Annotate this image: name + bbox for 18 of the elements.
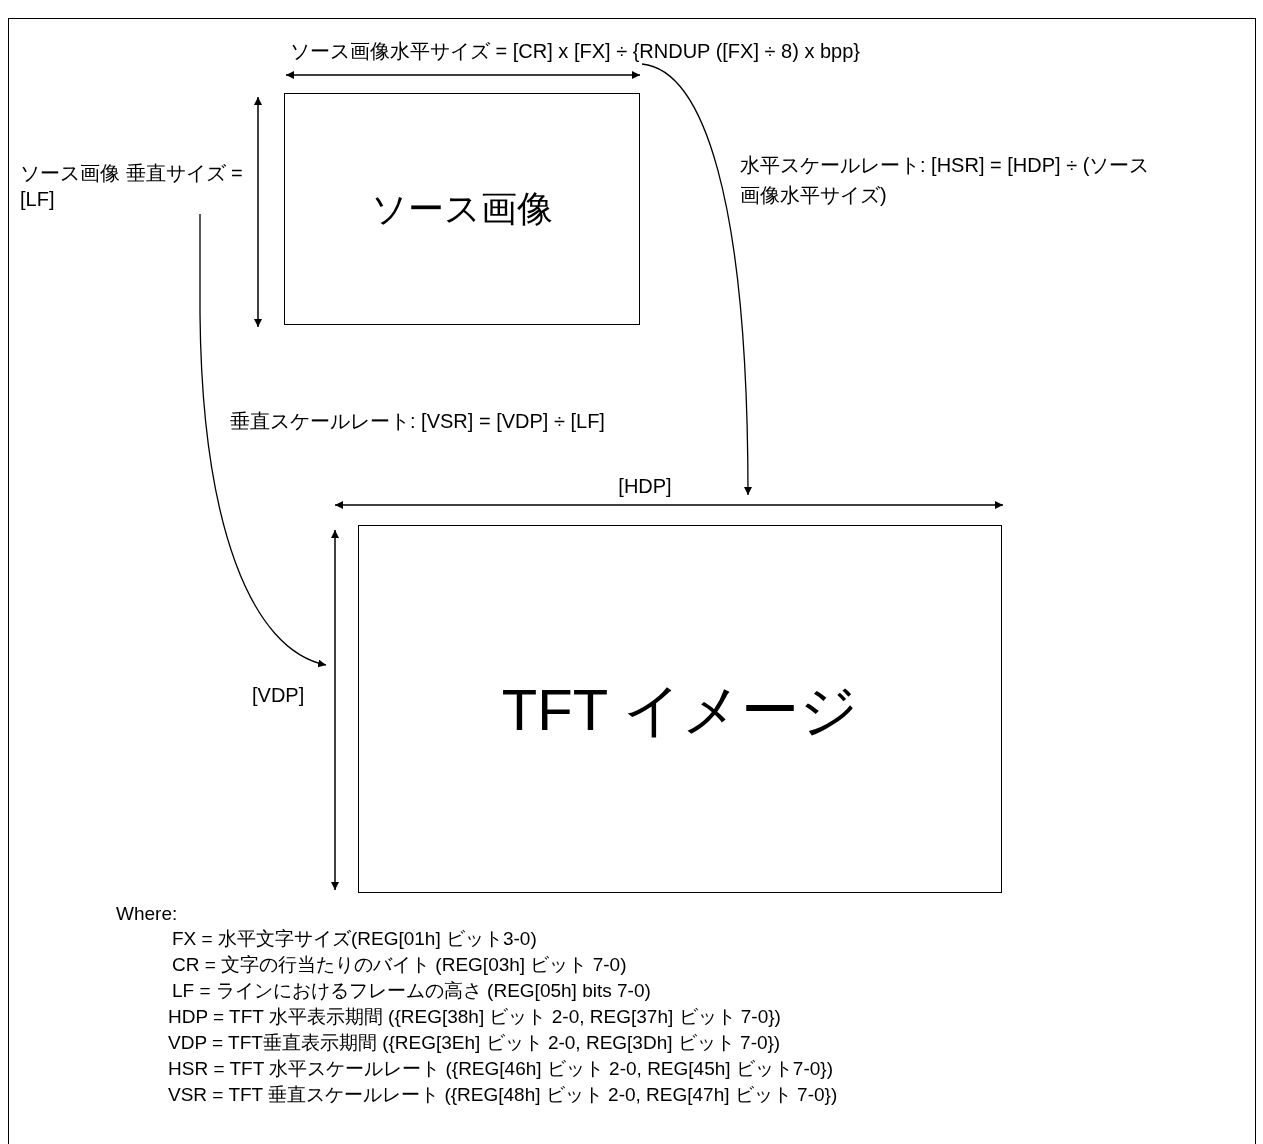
definition-text: HDP = TFT 水平表示期間 ({REG[38h] ビット 2-0, REG[37h] ビット 7-0}): [168, 1005, 782, 1029]
formula-text: ソース画像水平サイズ = [CR] x [FX] ÷ {RNDUP ([FX] ÷ 8) x bpp}: [290, 36, 930, 64]
edge-label: 水平スケールレート: [HSR] = [HDP] ÷ (ソース画像水平サイズ): [740, 153, 1151, 208]
note-heading: Where:: [116, 902, 179, 926]
source-image-box: ソース画像: [284, 93, 640, 325]
curved-arrow: [641, 63, 752, 496]
curved-arrow: [199, 213, 327, 667]
definition-text: HSR = TFT 水平スケールレート ({REG[46h] ビット 2-0, REG[45h] ビット7-0}): [168, 1057, 834, 1081]
dimension-label: [HDP]: [617, 474, 673, 499]
size-text: ソース画像 垂直サイズ = [LF]: [20, 160, 245, 214]
edge-label: 垂直スケールレート: [VSR] = [VDP] ÷ [LF]: [230, 409, 606, 434]
dimension-label: [VDP]: [252, 683, 306, 708]
definition-text: LF = ラインにおけるフレームの高さ (REG[05h] bits 7-0): [172, 979, 652, 1003]
definition-text: VSR = TFT 垂直スケールレート ({REG[48h] ビット 2-0, REG[47h] ビット 7-0}): [168, 1083, 839, 1107]
definition-text: CR = 文字の行当たりのバイト (REG[03h] ビット 7-0): [172, 953, 628, 977]
definition-text: FX = 水平文字サイズ(REG[01h] ビット3-0): [172, 927, 538, 951]
tft-image-box: TFT イメージ: [358, 525, 1002, 893]
definition-text: VDP = TFT垂直表示期間 ({REG[3Eh] ビット 2-0, REG[3Dh] ビット 7-0}): [168, 1031, 782, 1055]
